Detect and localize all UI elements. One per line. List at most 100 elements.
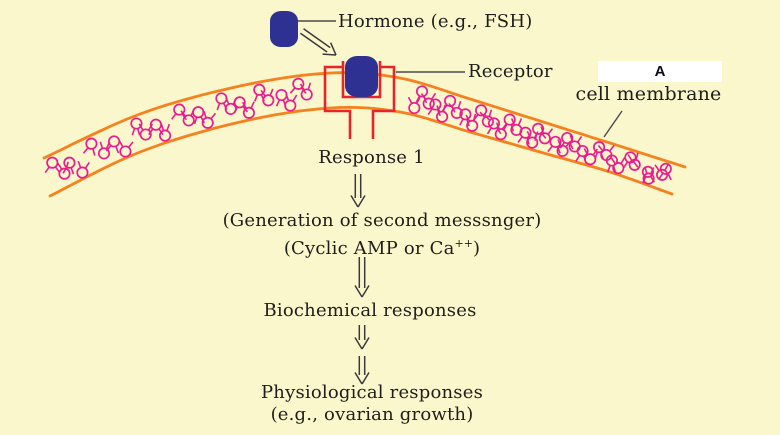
lipid-tail (275, 98, 281, 107)
arrow-messenger-to-biochemical-head (361, 285, 370, 298)
lipid-tail (594, 151, 599, 160)
marker-a-label: A (654, 63, 666, 80)
phospholipid-icon (658, 162, 672, 181)
phospholipid-icon (610, 157, 626, 175)
phospholipid-icon (448, 100, 463, 119)
phospholipid-icon (192, 106, 205, 125)
lipid-tail (441, 104, 448, 112)
arrow-response-to-messenger-head (357, 195, 366, 208)
cell-membrane-pointer-line (603, 110, 623, 138)
lipid-tail (127, 141, 134, 149)
second-messenger-label: (Generation of second messsnger) (Cyclic… (182, 209, 582, 260)
lipid-tail (663, 163, 670, 172)
membrane-inner-edge (48, 105, 674, 198)
phospholipid-icon (559, 131, 574, 150)
lipid-tail (170, 112, 178, 120)
lipid-tail (99, 141, 104, 150)
phospholipid-icon (486, 117, 502, 135)
lipid-tail (62, 166, 68, 174)
lipid-tail (242, 101, 248, 110)
lipid-tail (165, 123, 171, 132)
cell-membrane-graphic (42, 71, 687, 198)
lipid-tail (84, 161, 90, 170)
phospholipid-icon (299, 82, 313, 101)
arrow-messenger-to-biochemical-head (354, 285, 363, 298)
second-messenger-line1: (Generation of second messsnger) (222, 210, 542, 231)
phospholipid-icon (44, 156, 61, 174)
phospholipid-icon (654, 163, 670, 181)
phospholipid-icon (517, 126, 532, 145)
lipid-tail (160, 123, 165, 132)
phospholipid-icon (180, 108, 195, 127)
lipid-tail (540, 126, 545, 135)
marker-a-box: A (598, 61, 722, 82)
hormone-to-receptor-arrow-shaft (303, 28, 331, 49)
lipid-tail (459, 118, 465, 126)
receptor-left-wall (323, 65, 352, 139)
lipid-tail (502, 123, 508, 131)
phospholipid-icon (76, 160, 90, 179)
lipid-tail (495, 122, 501, 131)
lipid-tail (147, 123, 154, 132)
lipid-tail (407, 96, 413, 105)
phospholipid-icon (420, 92, 437, 110)
hormone-to-receptor-arrow-head (329, 42, 337, 56)
lipid-tail (420, 93, 427, 101)
lipid-tail (635, 152, 639, 161)
lipid-tail (209, 112, 217, 120)
phospholipid-icon (159, 123, 172, 142)
lipid-tail (216, 102, 221, 111)
lipid-tail (623, 160, 629, 169)
lipid-tail (269, 88, 274, 97)
lipid-tail (465, 114, 471, 123)
lipid-tail (225, 97, 230, 106)
membrane-outer-edge (42, 71, 687, 169)
lipid-tail (289, 86, 297, 94)
lipid-tail (608, 144, 615, 152)
lipid-tail (495, 126, 502, 135)
physiological-line2: (e.g., ovarian growth) (270, 404, 474, 425)
phospholipid-icon (642, 166, 655, 185)
phospholipid-icon (242, 101, 255, 119)
hormone-to-receptor-arrow-head (322, 53, 337, 56)
arrows-and-pointer-lines (298, 20, 623, 385)
phospholipid-icon (201, 110, 217, 129)
lipid-tail (233, 106, 239, 114)
lipid-tail (70, 166, 75, 175)
lipid-tail (576, 135, 583, 144)
biochemical-label: Biochemical responses (263, 300, 477, 321)
lipid-tail (250, 101, 255, 109)
lipid-tail (148, 127, 154, 136)
physiological-label: Physiological responses (e.g., ovarian g… (237, 382, 507, 426)
lipid-tail (583, 148, 589, 156)
phospholipid-icon (459, 108, 472, 127)
lipid-tail (472, 113, 477, 122)
lipid-tail (592, 148, 598, 156)
lipid-tail (575, 154, 581, 162)
lipid-tail (547, 145, 554, 153)
lipid-tail (307, 82, 312, 91)
phospholipid-icon (130, 117, 143, 136)
lipid-tail (415, 95, 421, 103)
response-1-label: Response 1 (318, 147, 425, 168)
lipid-tail (559, 141, 566, 149)
lipid-tail (131, 127, 136, 136)
lipid-tail (649, 167, 655, 175)
lipid-tail (547, 128, 554, 136)
arrow-response-to-messenger-head (350, 195, 359, 208)
lipid-tail (57, 162, 63, 171)
lipid-tail (501, 122, 508, 130)
hormone-molecule-icon (270, 11, 298, 47)
lipid-tail (105, 144, 112, 152)
second-messenger-line2-suffix: ) (472, 238, 481, 259)
lipid-tail (203, 110, 207, 119)
lipid-tail (254, 93, 259, 102)
lipid-tail (82, 146, 90, 154)
lipid-tail (448, 102, 455, 110)
phospholipid-icon (479, 109, 494, 128)
lipid-tail (510, 118, 516, 126)
second-messenger-line2: (Cyclic AMP or Ca++) (182, 232, 582, 260)
arrow-biochemical-down-1-head (361, 337, 370, 350)
lipid-tail (658, 172, 664, 180)
